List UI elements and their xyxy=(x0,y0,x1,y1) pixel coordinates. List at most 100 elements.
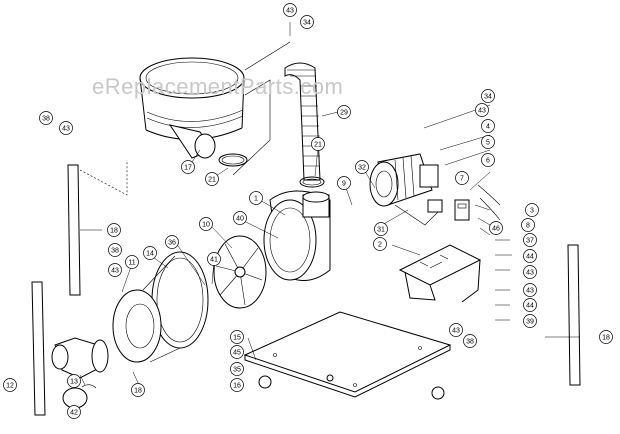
callout-12: 12 xyxy=(3,378,17,392)
callout-21: 21 xyxy=(205,172,219,186)
callout-29: 29 xyxy=(337,105,351,119)
callout-18: 18 xyxy=(107,223,121,237)
callout-37: 37 xyxy=(523,233,537,247)
callout-number: 38 xyxy=(466,338,474,345)
blower-housing xyxy=(263,190,331,281)
callout-number: 12 xyxy=(6,382,14,389)
callout-number: 29 xyxy=(340,109,348,116)
callout-number: 43 xyxy=(286,7,294,14)
callout-9: 9 xyxy=(337,176,351,190)
callout-5: 5 xyxy=(481,135,495,149)
callout-number: 1 xyxy=(254,195,258,202)
callout-number: 6 xyxy=(486,157,490,164)
callout-18: 18 xyxy=(599,330,613,344)
callout-36: 36 xyxy=(165,235,179,249)
callout-number: 40 xyxy=(236,215,244,222)
callout-number: 43 xyxy=(62,125,70,132)
callout-number: 17 xyxy=(184,164,192,171)
callout-38: 38 xyxy=(108,243,122,257)
callout-39: 39 xyxy=(523,314,537,328)
callout-number: 18 xyxy=(110,227,118,234)
callout-number: 43 xyxy=(111,267,119,274)
callout-3: 3 xyxy=(525,203,539,217)
callout-40: 40 xyxy=(233,211,247,225)
flanges xyxy=(112,251,209,363)
callout-number: 41 xyxy=(210,256,218,263)
callout-number: 43 xyxy=(478,107,486,114)
callout-number: 21 xyxy=(314,141,322,148)
callout-number: 7 xyxy=(460,175,464,182)
callout-number: 36 xyxy=(168,239,176,246)
callout-number: 4 xyxy=(486,123,490,130)
callout-number: 43 xyxy=(452,327,460,334)
motor-mount xyxy=(398,244,482,303)
base-plate xyxy=(243,311,452,400)
callout-41: 41 xyxy=(207,252,221,266)
callout-1: 1 xyxy=(249,191,263,205)
callout-number: 44 xyxy=(526,302,534,309)
motor xyxy=(369,153,443,226)
callout-21: 21 xyxy=(311,137,325,151)
callout-10: 10 xyxy=(199,217,213,231)
callout-34: 34 xyxy=(300,15,314,29)
callout-45: 45 xyxy=(230,345,244,359)
callout-32: 32 xyxy=(355,160,369,174)
callout-18: 18 xyxy=(131,383,145,397)
callout-number: 46 xyxy=(492,225,500,232)
callout-43: 43 xyxy=(108,263,122,277)
callout-number: 42 xyxy=(70,409,78,416)
callout-14: 14 xyxy=(143,246,157,260)
callout-31: 31 xyxy=(374,222,388,236)
callout-number: 3 xyxy=(530,207,534,214)
callout-number: 2 xyxy=(378,241,382,248)
switch-box xyxy=(454,184,501,221)
inlet-fitting xyxy=(51,337,109,409)
callout-number: 18 xyxy=(602,334,610,341)
callout-number: 43 xyxy=(526,269,534,276)
callout-number: 35 xyxy=(233,366,241,373)
callout-13: 13 xyxy=(67,374,81,388)
hose-clamp-left xyxy=(218,153,248,167)
callout-number: 16 xyxy=(233,382,241,389)
callout-43: 43 xyxy=(523,265,537,279)
callout-number: 39 xyxy=(526,318,534,325)
collector-drum xyxy=(79,41,291,196)
callout-number: 15 xyxy=(233,334,241,341)
callout-number: 43 xyxy=(526,287,534,294)
callout-number: 21 xyxy=(208,176,216,183)
callout-number: 45 xyxy=(233,349,241,356)
callout-16: 16 xyxy=(230,378,244,392)
callout-number: 32 xyxy=(358,164,366,171)
callout-2: 2 xyxy=(373,237,387,251)
callout-number: 11 xyxy=(128,259,135,266)
callout-44: 44 xyxy=(523,249,537,263)
callout-number: 10 xyxy=(202,221,210,228)
callout-34: 34 xyxy=(481,89,495,103)
callout-number: 5 xyxy=(486,139,490,146)
callout-number: 34 xyxy=(484,93,492,100)
callout-number: 44 xyxy=(526,253,534,260)
callout-15: 15 xyxy=(230,330,244,344)
flex-hose xyxy=(284,62,325,188)
callout-number: 14 xyxy=(146,250,154,257)
callout-number: 8 xyxy=(526,222,530,229)
callout-layer: 4334384334434567384637444343443929211721… xyxy=(3,3,613,419)
callout-43: 43 xyxy=(59,121,73,135)
callout-number: 31 xyxy=(377,226,385,233)
callout-43: 43 xyxy=(475,103,489,117)
callout-17: 17 xyxy=(181,160,195,174)
legs xyxy=(31,164,581,416)
callout-38: 38 xyxy=(463,334,477,348)
callout-42: 42 xyxy=(67,405,81,419)
callout-number: 37 xyxy=(526,237,534,244)
callout-7: 7 xyxy=(455,171,469,185)
callout-number: 38 xyxy=(111,247,119,254)
callout-number: 34 xyxy=(303,19,311,26)
fan-wheel xyxy=(213,235,267,309)
callout-number: 13 xyxy=(70,378,78,385)
callout-4: 4 xyxy=(481,119,495,133)
callout-35: 35 xyxy=(230,362,244,376)
callout-number: 18 xyxy=(134,387,142,394)
